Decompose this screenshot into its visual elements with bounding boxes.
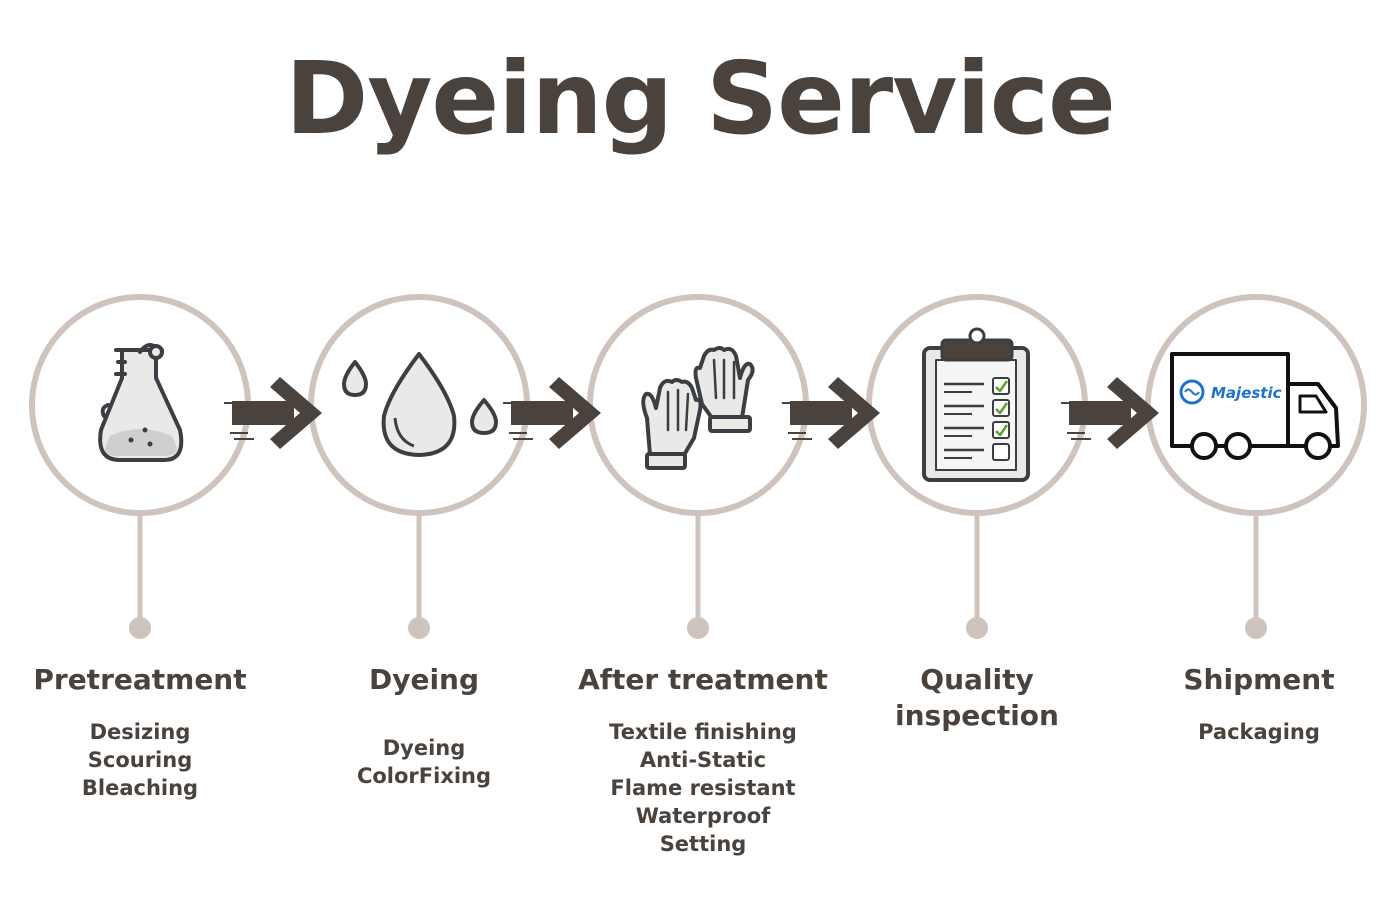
step-node-dyeing xyxy=(308,294,530,639)
step-title: Shipment xyxy=(1183,663,1335,696)
step-item: Textile finishing xyxy=(609,720,797,744)
page-title: Dyeing Service xyxy=(285,40,1116,157)
step-node-after-treatment xyxy=(587,294,809,639)
checklist-icon xyxy=(922,327,1030,482)
step-node-shipment xyxy=(1145,294,1367,639)
step-item: Anti-Static xyxy=(639,748,767,772)
step-items: Desizing Scouring Bleaching xyxy=(10,718,270,802)
step-item: Bleaching xyxy=(81,776,199,800)
step-label-shipment: Shipment Packaging xyxy=(1129,662,1389,746)
step-label-quality-inspection: Quality inspection xyxy=(862,662,1092,734)
step-label-dyeing: Dyeing Dyeing ColorFixing xyxy=(294,662,554,790)
step-title: Dyeing xyxy=(368,663,480,696)
step-title: After treatment xyxy=(578,663,828,696)
step-item: Flame resistant xyxy=(610,776,796,800)
flask-icon xyxy=(98,343,184,462)
truck-logo-text: Majestic xyxy=(1211,384,1282,402)
step-item: Setting xyxy=(659,832,747,856)
step-items: Packaging xyxy=(1129,718,1389,746)
step-label-after-treatment: After treatment Textile finishing Anti-S… xyxy=(573,662,833,858)
step-label-pretreatment: Pretreatment Desizing Scouring Bleaching xyxy=(10,662,270,802)
step-items: Textile finishing Anti-Static Flame resi… xyxy=(573,718,833,858)
water-drops-icon xyxy=(342,352,498,457)
step-item: Packaging xyxy=(1198,720,1320,744)
step-title: Pretreatment xyxy=(33,663,247,696)
step-title: Quality inspection xyxy=(895,663,1059,732)
step-item: Desizing xyxy=(89,720,191,744)
step-item: ColorFixing xyxy=(356,764,492,788)
truck-icon: Majestic xyxy=(1170,352,1340,460)
step-item: Dyeing xyxy=(382,736,466,760)
gloves-icon xyxy=(641,346,755,470)
step-item: Scouring xyxy=(87,748,193,772)
step-item: Waterproof xyxy=(635,804,771,828)
step-items: Dyeing ColorFixing xyxy=(294,734,554,790)
